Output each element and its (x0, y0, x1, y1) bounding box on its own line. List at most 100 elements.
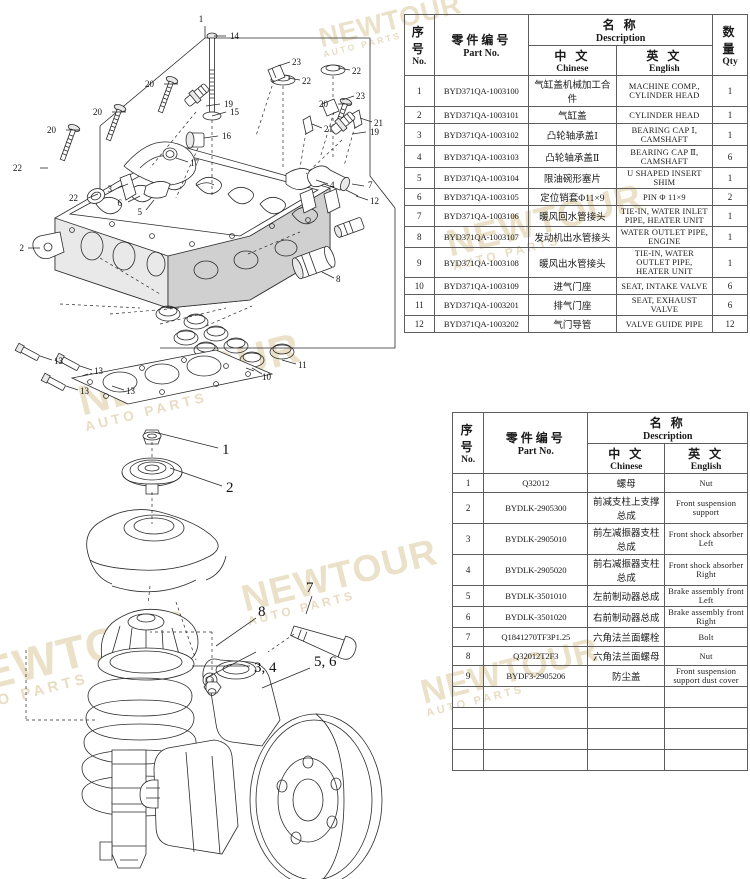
row-no: 8 (451, 646, 485, 666)
row-desc-chinese: 螺母 (587, 473, 666, 493)
callout-5: 5 (138, 207, 143, 217)
callout-22: 22 (13, 163, 22, 173)
row-desc-chinese: 发动机出水管接头 (528, 226, 617, 248)
row-desc-chinese: 气缸盖 (528, 106, 617, 124)
row-no: 3 (451, 523, 485, 555)
row-no: 5 (404, 167, 435, 189)
row-part-no: BYDLK-2905020 (483, 554, 589, 586)
row-qty: 6 (712, 277, 748, 295)
row-desc-english: Nut (664, 646, 748, 666)
table-row-empty (451, 686, 748, 708)
row-desc-english: TIE-IN, WATER OUTLET PIPE, HEATER UNIT (615, 247, 714, 278)
row-part-no: BYD371QA-1003100 (433, 75, 530, 107)
row-part-no: BYDLK-3501020 (483, 606, 589, 628)
row-desc-chinese: 右前制动器总成 (587, 606, 666, 628)
row-desc-english: PIN Φ 11×9 (615, 188, 714, 206)
row-empty-cell (664, 707, 748, 729)
row-desc-english: Brake assembly front Right (664, 606, 748, 628)
callout-8: 8 (336, 274, 341, 284)
row-desc-english: MACHINE COMP., CYLINDER HEAD (615, 75, 714, 107)
row-qty: 2 (712, 188, 748, 206)
row-qty: 1 (712, 123, 748, 146)
callout-11: 11 (298, 360, 307, 370)
row-qty: 12 (712, 315, 748, 333)
row-no: 4 (451, 554, 485, 586)
parts-table-cylinder-head: 序 号 No. 零件编号 Part No. 名 称 Description 数 … (404, 14, 748, 333)
row-no: 3 (404, 123, 435, 146)
row-part-no: Q32012T2F3 (483, 646, 589, 666)
row-no: 2 (404, 106, 435, 124)
row-no: 12 (404, 315, 435, 333)
callout-1: 1 (199, 14, 204, 24)
row-part-no: BYD371QA-1003107 (433, 226, 530, 248)
row-empty-cell (587, 749, 666, 771)
callout-20: 20 (93, 107, 103, 117)
row-desc-english: BEARING CAP Ⅱ, CAMSHAFT (615, 145, 714, 168)
row-empty-cell (664, 749, 748, 771)
table-row-empty (451, 728, 748, 750)
row-part-no: BYD371QA-1003109 (433, 277, 530, 295)
row-empty-cell (483, 686, 589, 708)
callout-1: 1 (222, 442, 230, 458)
callout-15: 15 (230, 107, 240, 117)
row-desc-english: SEAT, INTAKE VALVE (615, 277, 714, 295)
row-desc-chinese: 暖风出水管接头 (528, 247, 617, 278)
row-part-no: BYDLK-2905010 (483, 523, 589, 555)
row-desc-chinese: 排气门座 (528, 294, 617, 316)
callout-10: 10 (262, 372, 272, 382)
row-part-no: BYD371QA-1003202 (433, 315, 530, 333)
callout-19: 19 (224, 99, 234, 109)
row-qty: 1 (712, 226, 748, 248)
row-desc-english: Front shock absorber Left (664, 523, 748, 555)
row-no: 1 (451, 473, 485, 493)
row-part-no: BYD371QA-1003108 (433, 247, 530, 278)
callout-16: 16 (222, 131, 232, 141)
row-qty: 1 (712, 247, 748, 278)
row-no: 2 (451, 492, 485, 524)
parts-table-front-suspension: 序 号 No. 零件编号 Part No. 名 称 Description 中 … (451, 412, 748, 771)
row-part-no: BYD371QA-1003103 (433, 145, 530, 168)
row-no: 11 (404, 294, 435, 316)
callout-2: 2 (20, 243, 25, 253)
row-desc-chinese: 六角法兰面螺母 (587, 646, 666, 666)
callout-5-6: 5, 6 (314, 654, 337, 670)
callout-20: 20 (47, 125, 57, 135)
row-empty-cell (451, 707, 485, 729)
callout-21: 21 (324, 124, 333, 134)
callout-3: 3 (108, 184, 113, 194)
row-part-no: Q32012 (483, 473, 589, 493)
row-qty: 1 (712, 106, 748, 124)
row-no: 10 (404, 277, 435, 295)
row-no: 5 (451, 585, 485, 607)
callout-17: 17 (190, 158, 200, 168)
callout-22: 22 (69, 193, 78, 203)
front-suspension-diagram: 1 2 3, 4 5, 6 7 8 8 (0, 420, 452, 879)
row-empty-cell (483, 707, 589, 729)
header-part-no: 零件编号 Part No. (433, 14, 530, 76)
row-desc-chinese: 暖风回水管接头 (528, 205, 617, 227)
row-part-no: BYD371QA-1003104 (433, 167, 530, 189)
table-header-row: 序 号 No. 零件编号 Part No. 名 称 Description (451, 412, 748, 474)
row-desc-chinese: 前减支柱上支撑总成 (587, 492, 666, 524)
row-part-no: Q1841270TF3P1.25 (483, 627, 589, 647)
callout-2: 2 (226, 480, 234, 496)
callout-13: 13 (94, 366, 104, 376)
callout-20: 20 (319, 99, 329, 109)
callout-19: 19 (370, 127, 380, 137)
row-desc-english: Front suspension support dust cover (664, 665, 748, 687)
row-empty-cell (664, 728, 748, 750)
header-english: 英 文 English (615, 45, 714, 76)
table-subheader-row: 中 文 Chinese 英 文 English (405, 45, 748, 76)
